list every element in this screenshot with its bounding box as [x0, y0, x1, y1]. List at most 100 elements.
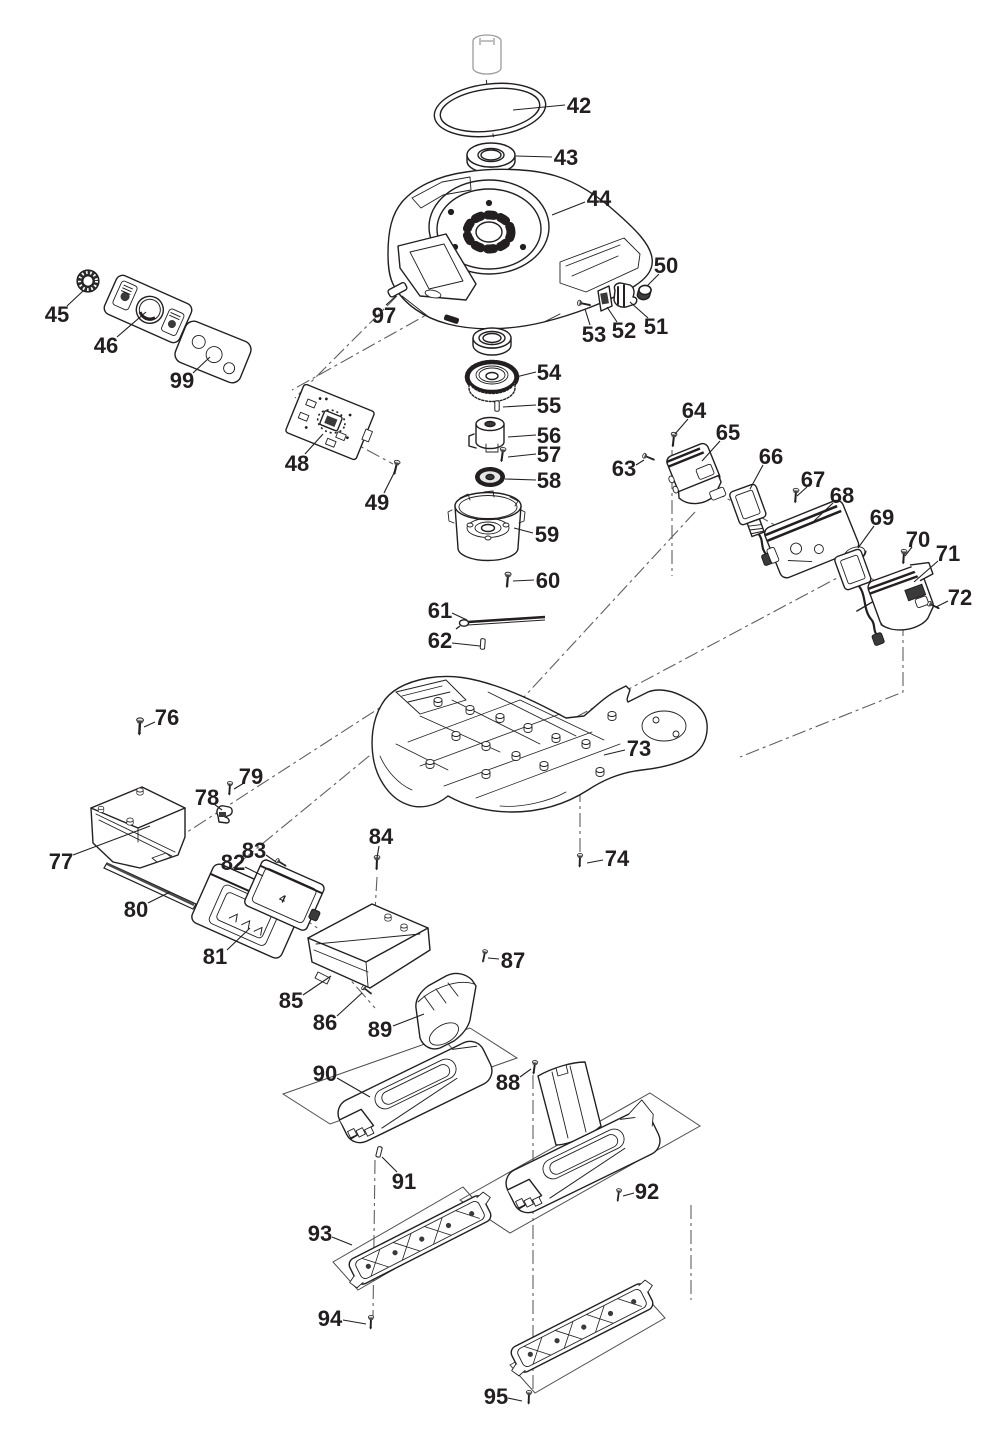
- callout-label-95: 95: [484, 1384, 508, 1409]
- leader-line-52: [606, 306, 618, 323]
- leader-line-89: [392, 1013, 425, 1027]
- part-60-screw: [502, 570, 513, 590]
- part-44-top-housing: [387, 168, 653, 330]
- outline-rail-left: [281, 1027, 519, 1125]
- callout-label-90: 90: [313, 1061, 337, 1086]
- leader-line-42: [512, 104, 566, 111]
- leader-line-91: [381, 1156, 398, 1173]
- callout-label-99: 99: [170, 368, 194, 393]
- part-54-gear: [464, 359, 520, 403]
- part-97-strip: [387, 281, 408, 298]
- leader-line-79: [233, 782, 245, 790]
- part-cap-cylinder: [472, 34, 502, 75]
- leader-line-53: [584, 308, 591, 326]
- callout-label-63: 63: [612, 456, 636, 481]
- callout-label-79: 79: [239, 764, 263, 789]
- leader-line-43: [515, 155, 553, 158]
- callout-label-71: 71: [936, 541, 960, 566]
- leader-line-59: [513, 527, 534, 534]
- callout-layer: 4243444546999748495051525354555657585960…: [45, 93, 972, 1409]
- leader-line-62: [451, 642, 481, 647]
- leader-line-84: [376, 845, 380, 859]
- part-59-blade-holder: [447, 490, 526, 562]
- leader-line-88: [519, 1068, 532, 1078]
- callout-label-55: 55: [537, 393, 561, 418]
- leader-line-73: [603, 749, 626, 756]
- leader-line-49: [383, 468, 397, 494]
- leader-line-60: [512, 579, 535, 582]
- part-71-bracket: [867, 561, 935, 631]
- callout-label-82: 82: [221, 850, 245, 875]
- part-52-bracket: [597, 285, 613, 312]
- leader-line-92: [622, 1192, 635, 1197]
- leader-line-97: [385, 295, 397, 306]
- leader-line-65: [701, 440, 721, 462]
- callout-label-64: 64: [682, 398, 707, 423]
- part-88-panel: [537, 1061, 602, 1146]
- part-92-rail-right: [505, 1099, 661, 1214]
- outline-rail-right: [459, 1092, 701, 1234]
- part-57-screw: [497, 445, 508, 464]
- part-87-screw: [479, 948, 489, 965]
- leader-line-55: [502, 404, 537, 408]
- callout-label-86: 86: [313, 1010, 337, 1035]
- callout-label-69: 69: [870, 505, 894, 530]
- part-73-chassis: [371, 675, 708, 813]
- callout-label-43: 43: [554, 145, 578, 170]
- callout-label-56: 56: [537, 423, 561, 448]
- callout-label-81: 81: [203, 944, 227, 969]
- part-79-screw: [225, 780, 234, 797]
- callout-label-74: 74: [605, 846, 630, 871]
- part-94-screw: [366, 1314, 375, 1331]
- callout-label-70: 70: [906, 527, 930, 552]
- leader-line-63: [635, 459, 645, 466]
- part-58-pinion: [475, 467, 505, 487]
- callout-label-46: 46: [94, 333, 118, 358]
- callout-label-92: 92: [635, 1179, 659, 1204]
- leader-line-74: [586, 859, 604, 864]
- leader-line-90: [336, 1077, 371, 1098]
- part-66-sensor: [729, 483, 775, 566]
- leader-line-83: [265, 854, 277, 863]
- callout-label-94: 94: [318, 1306, 343, 1331]
- leader-line-99: [192, 356, 211, 374]
- leader-line-46: [116, 311, 147, 338]
- leader-line-67: [796, 486, 808, 497]
- part-65-bracket: [666, 442, 727, 505]
- leader-line-61: [451, 612, 468, 621]
- leader-line-71: [913, 560, 939, 583]
- part-42-oring: [433, 79, 547, 138]
- callout-label-73: 73: [627, 736, 651, 761]
- part-92-screw: [614, 1187, 623, 1204]
- part-48-pcb: [285, 383, 375, 461]
- leader-line-72: [935, 600, 949, 608]
- part-43-bearing: [466, 142, 516, 174]
- callout-label-83: 83: [242, 838, 266, 863]
- callout-label-91: 91: [392, 1169, 416, 1194]
- part-45-knob: [76, 269, 100, 293]
- part-62-pin: [479, 638, 486, 650]
- callout-label-84: 84: [369, 824, 394, 849]
- callout-label-97: 97: [372, 303, 396, 328]
- part-74-screw: [575, 852, 584, 869]
- leader-line-54: [515, 371, 537, 378]
- part-64-screw: [668, 431, 679, 449]
- callout-label-59: 59: [535, 522, 559, 547]
- part-85-box: [307, 903, 431, 989]
- leader-line-68: [813, 502, 834, 522]
- part-89-chute: [415, 972, 477, 1050]
- callout-label-87: 87: [501, 948, 525, 973]
- part-49-screw: [390, 458, 402, 477]
- leader-line-81: [226, 927, 251, 951]
- callout-label-52: 52: [612, 318, 636, 343]
- callout-label-54: 54: [537, 360, 562, 385]
- callout-label-62: 62: [428, 628, 452, 653]
- callout-label-72: 72: [948, 585, 972, 610]
- callout-label-78: 78: [195, 785, 219, 810]
- leader-line-80: [147, 891, 171, 904]
- leader-line-66: [749, 464, 764, 490]
- leader-line-76: [143, 721, 156, 728]
- leader-line-44: [551, 201, 586, 216]
- part-91-pin: [375, 1145, 383, 1159]
